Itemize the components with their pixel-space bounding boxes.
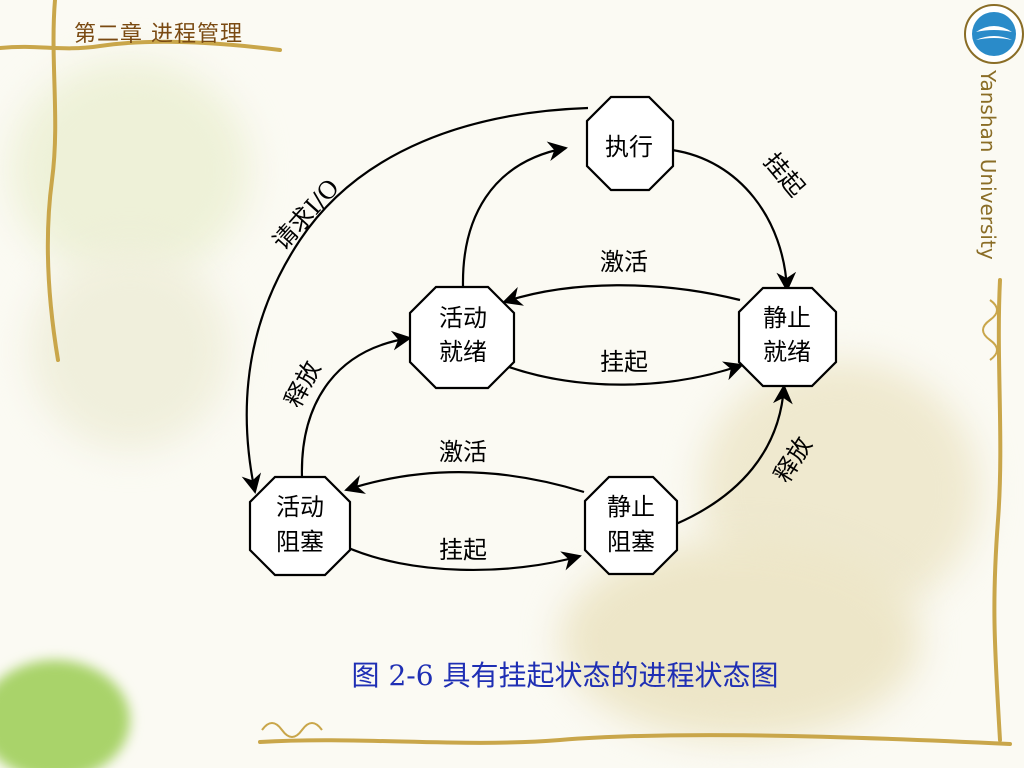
label-suspend-block: 挂起 [439,536,487,564]
state-static-ready: 静止 就绪 [737,286,838,388]
edge-ready-to-exec [461,141,568,287]
state-static-block-label-2: 阻塞 [607,528,655,556]
edge-release-right [675,384,793,526]
state-active-block-label-2: 阻塞 [276,528,324,556]
label-release-left: 释放 [279,356,326,412]
label-release-right: 释放 [769,432,818,488]
state-exec: 执行 [585,95,675,192]
edge-exec-suspend [671,148,797,292]
state-active-ready-label-1: 活动 [439,304,487,332]
state-static-ready-label-1: 静止 [763,304,811,332]
bg-leaf-bottom-left [0,660,130,768]
edge-suspend-ready [505,361,744,386]
label-suspend-ready: 挂起 [600,348,648,376]
figure-caption: 图 2-6 具有挂起状态的进程状态图 [351,659,779,692]
edge-release-left [300,330,412,479]
state-active-ready: 活动 就绪 [408,285,516,390]
edge-activate-block [344,471,585,494]
state-static-ready-label-2: 就绪 [763,338,811,366]
state-active-block: 活动 阻塞 [248,475,352,577]
state-active-ready-label-2: 就绪 [439,338,487,366]
edge-activate-ready [502,284,741,306]
edge-request-io [241,106,589,494]
state-static-block: 静止 阻塞 [583,475,679,576]
edge-suspend-block [343,544,582,572]
state-exec-label: 执行 [605,133,653,161]
chapter-title: 第二章 进程管理 [74,22,243,47]
bg-leaf-top-left [10,60,250,280]
label-request-io: 请求I/O [267,174,345,256]
state-active-block-label-1: 活动 [276,493,324,521]
state-static-block-label-1: 静止 [607,493,655,521]
university-logo [964,4,1024,64]
label-activate-ready: 激活 [600,248,648,276]
label-activate-block: 激活 [439,438,487,466]
bg-leaf-mid-left [30,250,230,450]
label-suspend-exec: 挂起 [758,147,810,202]
